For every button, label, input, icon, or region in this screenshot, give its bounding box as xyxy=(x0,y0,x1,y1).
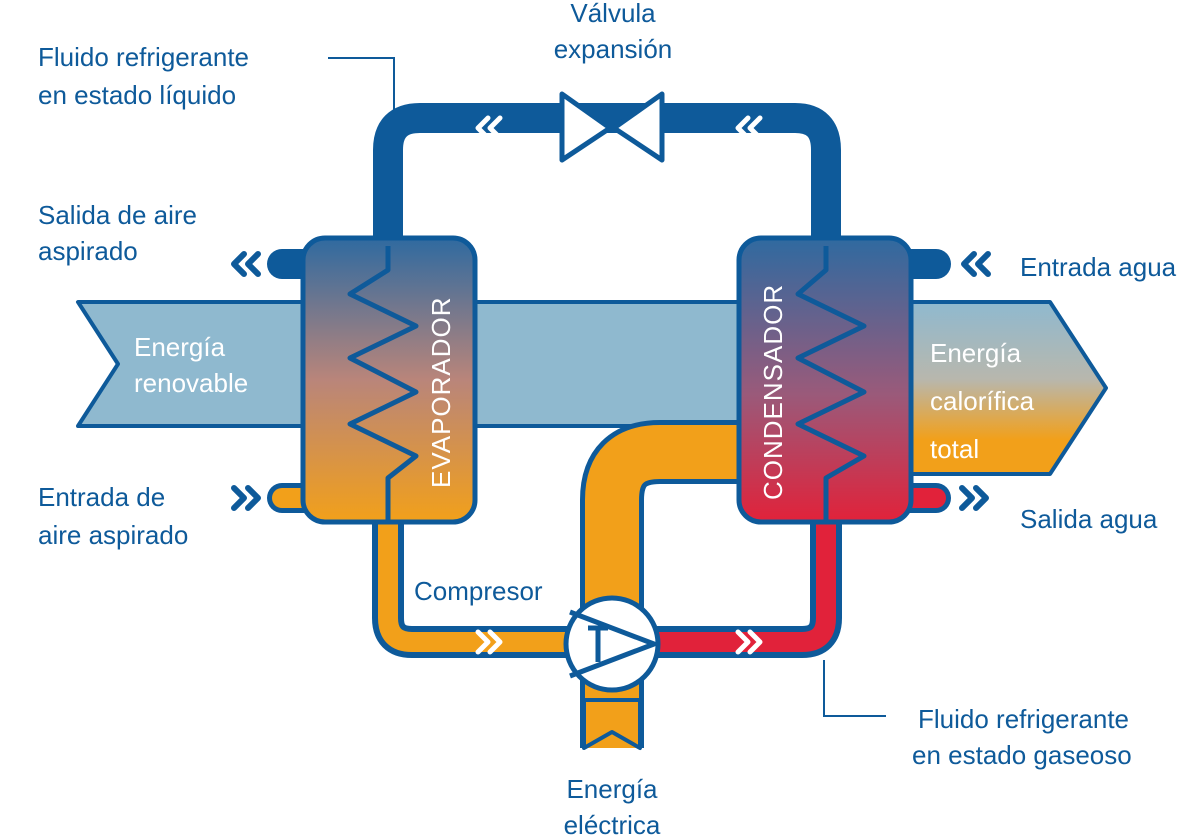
leader-line-liquid xyxy=(328,57,395,112)
leader-line-gas xyxy=(823,660,886,717)
air-in-label-line2: aire aspirado xyxy=(38,520,188,550)
valve-label-line1: Válvula xyxy=(570,0,656,28)
air-out-label-line2: aspirado xyxy=(38,236,138,266)
water-out-label: Salida agua xyxy=(1020,504,1158,534)
valve-label-line2: expansión xyxy=(554,34,673,64)
expansion-valve-icon xyxy=(559,91,665,163)
electric-label-line2: eléctrica xyxy=(564,810,661,837)
liquid-label-line2: en estado líquido xyxy=(38,80,236,110)
double-chevron-icon xyxy=(231,251,261,277)
liquid-refrigerant-pipe xyxy=(373,103,841,246)
double-chevron-icon xyxy=(475,629,503,655)
total-heat-label-line2: calorífica xyxy=(930,386,1035,416)
gas-high-pressure-pipe xyxy=(656,508,842,658)
electric-label-line1: Energía xyxy=(566,774,658,804)
zigzag-coil-icon xyxy=(795,246,867,520)
zigzag-coil-icon xyxy=(347,246,419,520)
double-chevron-icon xyxy=(231,485,261,511)
compressor-pump-icon xyxy=(563,595,661,693)
electric-energy-tail xyxy=(582,698,642,750)
evaporator-label: EVAPORADOR xyxy=(426,296,456,488)
air-in-label-line1: Entrada de xyxy=(38,482,165,512)
gas-label-line1: Fluido refrigerante xyxy=(918,704,1129,734)
condenser-label: CONDENSADOR xyxy=(758,284,788,500)
energy-band-middle xyxy=(468,300,746,428)
total-heat-label-line3: total xyxy=(930,434,979,464)
double-chevron-icon xyxy=(475,115,503,141)
renewable-energy-arrow xyxy=(76,300,312,428)
double-chevron-icon xyxy=(961,251,991,277)
renewable-label-line1: Energía xyxy=(134,332,226,362)
air-out-label-line1: Salida de aire xyxy=(38,200,197,230)
total-heat-label-line1: Energía xyxy=(930,338,1022,368)
gas-label-line2: en estado gaseoso xyxy=(912,740,1132,770)
water-in-label: Entrada agua xyxy=(1020,252,1177,282)
condenser-unit xyxy=(736,235,914,525)
compressor-label: Compresor xyxy=(414,576,543,606)
double-chevron-icon xyxy=(959,485,989,511)
double-chevron-icon xyxy=(735,115,763,141)
liquid-label-line1: Fluido refrigerante xyxy=(38,42,249,72)
renewable-label-line2: renovable xyxy=(134,368,248,398)
gas-low-pressure-pipe xyxy=(372,508,570,658)
double-chevron-icon xyxy=(735,629,763,655)
